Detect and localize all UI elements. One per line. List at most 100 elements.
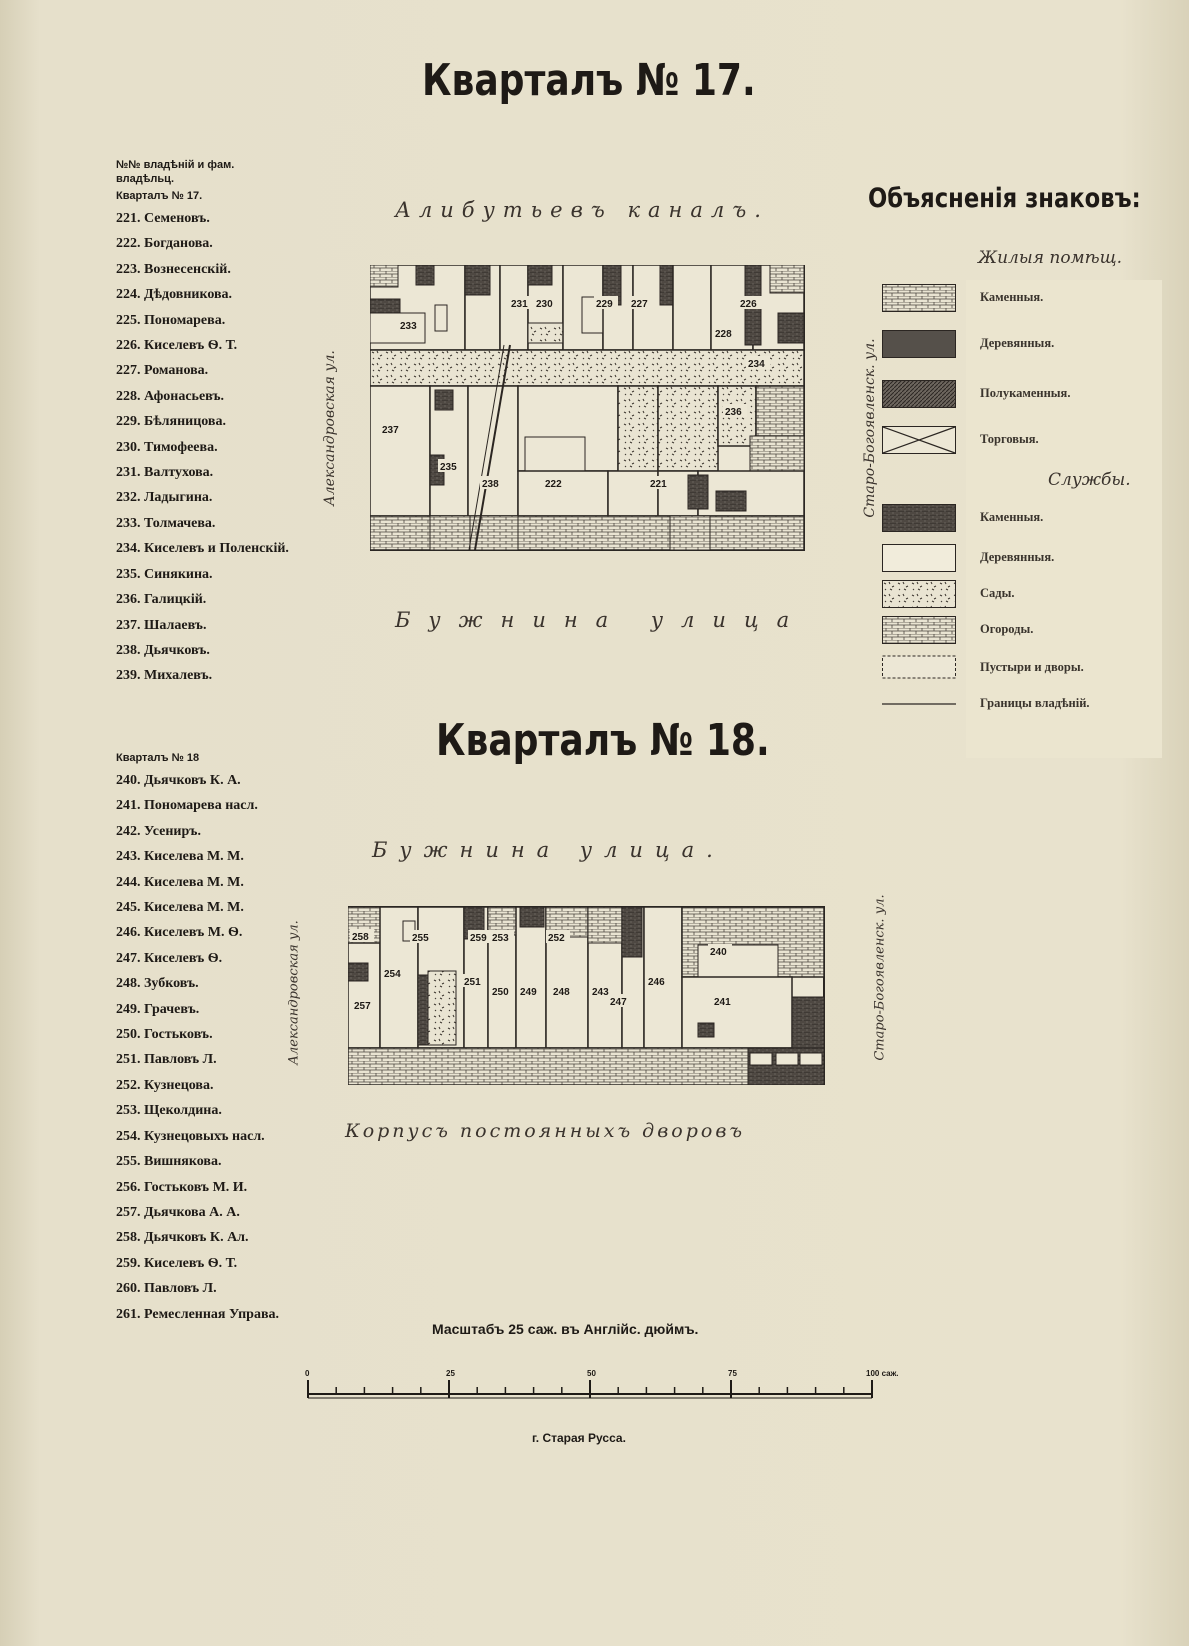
owner-list-item: 227. Романова. [116, 363, 209, 379]
owner-list-item: 245. Киселева М. М. [116, 900, 244, 916]
plot-number: 237 [382, 425, 399, 436]
quarter-18-street-left: Александровская ул. [286, 920, 302, 1065]
owner-list-item: 222. Богданова. [116, 236, 213, 252]
quarter-17-street-right: Старо-Богоявленск. ул. [862, 338, 878, 518]
owner-list-item: 252. Кузнецова. [116, 1077, 214, 1093]
legend-symbol-stone [882, 284, 956, 312]
owner-list-item: 244. Киселева М. М. [116, 874, 244, 890]
plot-label-bg [518, 984, 542, 997]
plot-label-bg [382, 966, 406, 979]
owner-list-item: 236. Галицкій. [116, 592, 207, 608]
legend-label: Границы владѣній. [980, 696, 1090, 710]
owner-list-item: 247. Киселевъ Ѳ. [116, 950, 223, 966]
plot-label-bg [380, 422, 404, 435]
legend-symbol-trade [882, 426, 956, 454]
legend-section-residential: Жилыя помѣщ. [978, 248, 1123, 268]
owner-list-item: 232. Ладыгина. [116, 490, 213, 506]
legend-panel [966, 280, 1162, 758]
owner-list-item: 240. Дьячковъ К. А. [116, 773, 241, 788]
plot-label-bg [713, 326, 737, 339]
plot-label-bg [543, 476, 567, 489]
place-caption: г. Старая Русса. [532, 1431, 626, 1445]
quarter-17-owner-list: №№ владѣній и фам. владѣльц. Кварталъ № … [116, 158, 326, 689]
plot-number: 249 [520, 987, 537, 998]
plot-label-bg [509, 296, 533, 309]
owner-list-title: Кварталъ № 18 [116, 752, 200, 764]
plot-number: 257 [354, 1001, 371, 1012]
scale-label: Масштабъ 25 саж. въ Англійс. дюймъ. [432, 1321, 699, 1337]
owner-list-item: 237. Шалаевъ. [116, 617, 207, 633]
legend-label: Каменныя. [980, 290, 1044, 304]
plot-number: 227 [631, 299, 648, 310]
owner-list-item: 261. Ремесленная Управа. [116, 1306, 280, 1322]
quarter-17-title: Кварталъ № 17. [422, 55, 756, 106]
owner-list-item: 249. Грачевъ. [116, 1001, 200, 1017]
owner-list-item: 230. Тимофеева. [116, 439, 218, 455]
plot-label-bg [594, 296, 618, 309]
legend-label: Деревянныя. [980, 336, 1055, 350]
plot-label-bg [462, 974, 486, 987]
owner-list-item: 235. Синякина. [116, 566, 213, 582]
owner-list-item: 233. Толмачева. [116, 515, 216, 531]
plot-label-bg [738, 296, 762, 309]
owner-list-item: 248. Зубковъ. [116, 976, 199, 992]
plot-number: 228 [715, 329, 732, 340]
owner-list-item: 228. Афонасьевъ. [116, 388, 225, 404]
legend-label: Пустыри и дворы. [980, 660, 1084, 674]
plot-number: 238 [482, 479, 499, 490]
plot-number: 235 [440, 462, 457, 473]
owner-list-title: Кварталъ № 17. [116, 190, 203, 202]
owner-list-item: 254. Кузнецовыхъ насл. [116, 1128, 265, 1144]
plot-label-bg [468, 930, 492, 943]
plot-number: 221 [650, 479, 667, 490]
owner-list-item: 239. Михалевъ. [116, 668, 213, 684]
plot-label-bg [746, 356, 770, 369]
legend-title: Объясненія знаковъ: [868, 183, 1141, 214]
owner-list-item: 256. Гостьковъ М. И. [116, 1179, 248, 1195]
owner-list-item: 260. Павловъ Л. [116, 1281, 217, 1297]
plot-number: 254 [384, 969, 401, 980]
plot-number: 222 [545, 479, 562, 490]
plot-label-bg [490, 984, 514, 997]
scale-tick-label: 0 [305, 1369, 310, 1378]
plot-number: 241 [714, 997, 731, 1008]
plot-label-bg [546, 930, 570, 943]
legend-label: Каменныя. [980, 510, 1044, 524]
plot-label-bg [551, 984, 575, 997]
scale-tick-label: 25 [446, 1369, 455, 1378]
owner-list-item: 224. Дѣдовникова. [116, 287, 233, 303]
owner-list-item: 226. Киселевъ Ѳ. Т. [116, 338, 238, 354]
owner-list-item: 253. Щеколдина. [116, 1103, 222, 1119]
legend-label: Огороды. [980, 622, 1034, 636]
scale-tick-label: 75 [728, 1369, 737, 1378]
plot-number: 247 [610, 997, 627, 1008]
plot-number: 240 [710, 947, 727, 958]
quarter-18-owner-list: Кварталъ № 18 240. Дьячковъ К. А. 241. По… [116, 748, 336, 1327]
legend-symbol-vegetable-garden [882, 616, 956, 644]
plot-label-bg [629, 296, 653, 309]
legend: Жилыя помѣщ. Каменныя. Деревянныя. Полук… [882, 180, 1162, 758]
plot-label-bg [648, 476, 672, 489]
plot-number: 255 [412, 933, 429, 944]
owner-list-item: 229. Бѣляницова. [116, 414, 226, 430]
plot-label-bg [352, 998, 376, 1011]
owner-list-item: 231. Валтухова. [116, 465, 214, 481]
plot-number: 229 [596, 299, 613, 310]
legend-label: Деревянныя. [980, 550, 1055, 564]
plot-number: 231 [511, 299, 528, 310]
owner-list-item: 241. Пономарева насл. [116, 798, 258, 814]
plot-label-bg [534, 296, 558, 309]
legend-symbol-boundary [882, 703, 956, 705]
owner-list-item: 250. Гостьковъ. [116, 1027, 213, 1043]
plot-number: 230 [536, 299, 553, 310]
plot-label-bg [723, 404, 747, 417]
legend-section-services: Службы. [1048, 470, 1131, 490]
plot-label-bg [350, 929, 374, 942]
plot-label-bg [608, 994, 632, 1007]
owner-list-item: 246. Киселевъ М. Ѳ. [116, 925, 243, 941]
owner-list-item: 259. Киселевъ Ѳ. Т. [116, 1255, 238, 1271]
owner-list-item: 258. Дьячковъ К. Ал. [116, 1230, 249, 1246]
plot-number: 250 [492, 987, 509, 998]
